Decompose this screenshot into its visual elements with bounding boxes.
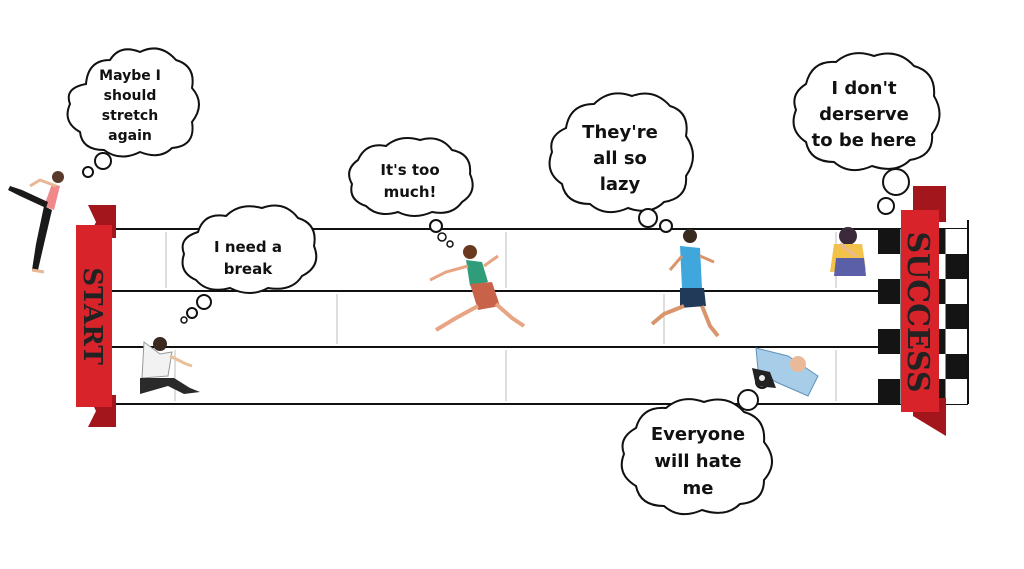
- start-banner: START: [76, 205, 116, 427]
- thought-deserve-line2: derserve: [819, 104, 909, 125]
- checker-square: [878, 354, 901, 379]
- thought-stretch-line1: Maybe I: [99, 68, 161, 84]
- thought-bubble-deserve: I don't derserve to be here: [792, 52, 941, 215]
- checker-square: [945, 329, 968, 354]
- thought-lazy-line2: all so: [593, 148, 647, 169]
- checker-square: [878, 229, 901, 254]
- stretching-woman-figure: [8, 171, 64, 274]
- thought-lazy-line1: They're: [582, 122, 658, 143]
- checker-square: [945, 354, 968, 379]
- checker-square: [945, 229, 968, 254]
- thought-bubble-too-much: It's too much!: [348, 137, 474, 248]
- thought-deserve-line1: I don't: [831, 78, 897, 99]
- thought-bubble-hate: Everyone will hate me: [620, 375, 773, 516]
- thought-deserve-line3: to be here: [812, 130, 917, 151]
- checker-square: [945, 304, 968, 329]
- start-banner-ribbon: [76, 225, 112, 407]
- worried-person-with-mask-figure: [752, 347, 819, 397]
- running-man-figure: [650, 229, 720, 338]
- crouching-girl-figure: [830, 227, 866, 276]
- thought-break-line1: I need a: [214, 238, 282, 256]
- thought-too-much-line1: It's too: [380, 161, 439, 179]
- thought-hate-line1: Everyone: [651, 424, 745, 445]
- thought-bubble-lazy: They're all so lazy: [548, 92, 694, 233]
- thought-break-line2: break: [224, 260, 273, 278]
- thought-bubble-stretch: Maybe I should stretch again: [66, 47, 200, 178]
- thought-bubble-break: I need a break: [180, 204, 318, 324]
- thought-stretch-line2: should: [104, 88, 157, 104]
- thought-too-much-line2: much!: [384, 183, 437, 201]
- success-banner: SUCCESS: [900, 186, 946, 436]
- thought-hate-line3: me: [683, 478, 714, 499]
- checker-square: [878, 329, 901, 354]
- checker-square: [878, 279, 901, 304]
- checker-square: [878, 304, 901, 329]
- thought-lazy-line3: lazy: [600, 174, 641, 195]
- checker-square: [945, 279, 968, 304]
- checker-square: [945, 254, 968, 279]
- tired-sitting-man-figure: [140, 337, 200, 394]
- checker-square: [945, 379, 968, 404]
- checker-square: [878, 379, 901, 404]
- thought-hate-line2: will hate: [654, 451, 741, 472]
- success-label: SUCCESS: [900, 231, 935, 392]
- thought-stretch-line3: stretch: [102, 108, 158, 124]
- success-banner-ribbon: [901, 210, 939, 412]
- start-label: START: [77, 267, 107, 365]
- running-woman-figure: [429, 245, 526, 332]
- checker-square: [878, 254, 901, 279]
- thought-stretch-line4: again: [108, 128, 152, 144]
